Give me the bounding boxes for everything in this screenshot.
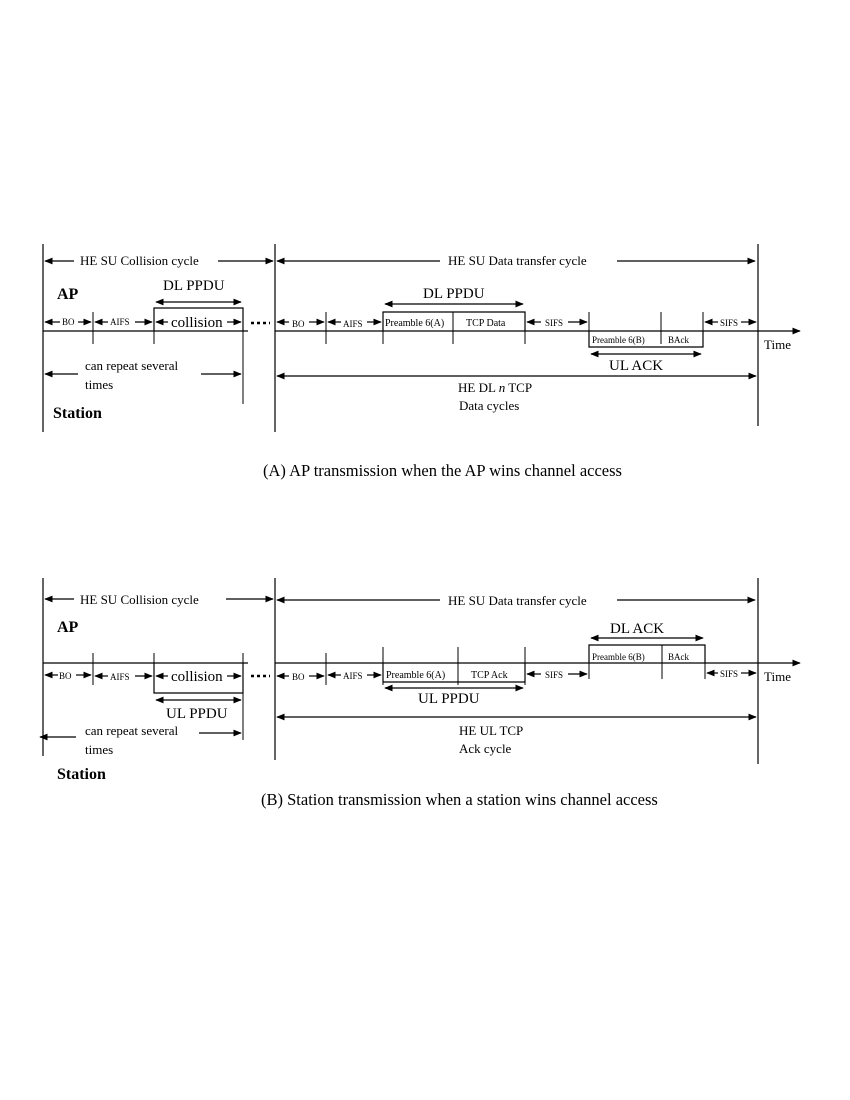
sifs-label: SIFS [545, 318, 563, 328]
cycles-label-1: HE UL TCP [459, 723, 523, 738]
tcp-ack-label: TCP Ack [471, 670, 508, 681]
panel-b: HE SU Collision cycle HE SU Data transfe… [39, 578, 801, 809]
cycles-label-2: Data cycles [459, 398, 519, 413]
repeat-label-1: can repeat several [85, 358, 178, 373]
sifs2-label: SIFS [720, 318, 738, 328]
repeat-label-1: can repeat several [85, 723, 178, 738]
bo2-label: BO [292, 319, 305, 329]
preamble-b-label: Preamble 6(B) [592, 335, 645, 345]
aifs2-label: AIFS [343, 671, 363, 681]
collision-label: collision [171, 669, 223, 685]
preamble-a-label: Preamble 6(A) [386, 670, 445, 681]
time-label: Time [764, 669, 791, 684]
sifs-label: SIFS [545, 670, 563, 680]
ul-ppdu-label: UL PPDU [166, 706, 228, 722]
back-label: BAck [668, 652, 689, 662]
caption-b: (B) Station transmission when a station … [261, 790, 658, 809]
data-cycle-label: HE SU Data transfer cycle [448, 593, 587, 608]
collision-cycle-label: HE SU Collision cycle [80, 592, 199, 607]
caption-a: (A) AP transmission when the AP wins cha… [263, 461, 622, 480]
dl-ack-box [588, 644, 706, 663]
repeat-label-2: times [85, 742, 113, 757]
ul-ppdu-label-2: UL PPDU [418, 691, 480, 707]
bo2-label: BO [292, 672, 305, 682]
dl-ppdu-box [382, 311, 526, 331]
dl-ppdu-label: DL PPDU [163, 278, 225, 294]
repeat-label-2: times [85, 377, 113, 392]
ul-ack-box [588, 331, 704, 348]
panel-a: HE SU Collision cycle HE SU Data transfe… [42, 244, 801, 480]
dl-ack-label: DL ACK [610, 621, 664, 637]
aifs-label: AIFS [110, 317, 130, 327]
preamble-a-label: Preamble 6(A) [385, 318, 444, 329]
collision-label: collision [171, 315, 223, 331]
collision-box [153, 307, 244, 331]
station-label: Station [53, 405, 102, 422]
ap-label: AP [57, 286, 79, 303]
station-label: Station [57, 766, 106, 783]
aifs2-label: AIFS [343, 319, 363, 329]
bo-label: BO [62, 317, 75, 327]
cycles-label-2: Ack cycle [459, 741, 512, 756]
ul-ack-label: UL ACK [609, 358, 663, 374]
aifs-label: AIFS [110, 672, 130, 682]
back-label: BAck [668, 335, 689, 345]
ap-label: AP [57, 619, 79, 636]
time-label: Time [764, 337, 791, 352]
collision-cycle-label: HE SU Collision cycle [80, 253, 199, 268]
ul-ppdu-box [382, 663, 526, 683]
sifs2-label: SIFS [720, 669, 738, 679]
dl-ppdu-label-2: DL PPDU [423, 286, 485, 302]
data-cycle-label: HE SU Data transfer cycle [448, 253, 587, 268]
bo-label: BO [59, 671, 72, 681]
preamble-b-label: Preamble 6(B) [592, 652, 645, 662]
cycles-label-1: HE DL n TCP [458, 380, 532, 395]
tcp-data-label: TCP Data [466, 318, 506, 329]
collision-box [153, 663, 244, 694]
